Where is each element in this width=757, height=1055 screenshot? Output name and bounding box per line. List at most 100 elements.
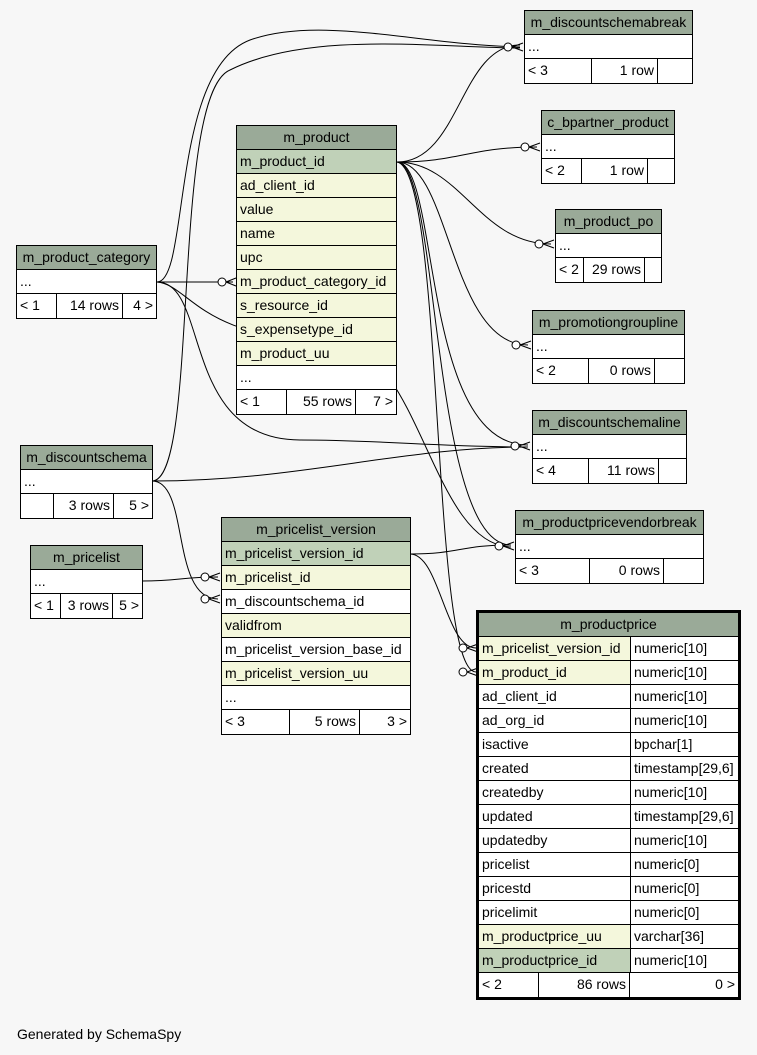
children-count[interactable] [655, 359, 684, 383]
parents-count[interactable]: < 1 [31, 594, 61, 618]
parents-count[interactable]: < 3 [525, 59, 592, 83]
table-header[interactable]: c_bpartner_product [542, 111, 674, 135]
table-header[interactable]: m_pricelist [31, 546, 142, 570]
children-count[interactable]: 3 > [387, 713, 407, 729]
column-type: numeric[10] [630, 829, 738, 852]
table-m-productpricevendorbreak[interactable]: m_productpricevendorbreak ... < 3 0 rows [515, 510, 704, 584]
table-header[interactable]: m_discountschemabreak [525, 11, 692, 35]
column-row[interactable]: upc [237, 246, 396, 270]
table-c-bpartner-product[interactable]: c_bpartner_product ... < 2 1 row [541, 110, 675, 184]
table-header[interactable]: m_product_category [17, 246, 156, 270]
children-count[interactable]: 7 > [373, 393, 393, 409]
table-header[interactable]: m_discountschema [21, 446, 152, 470]
column-name: m_pricelist_version_base_id [225, 641, 402, 657]
table-footer: < 1 55 rows 7 > [237, 390, 396, 414]
more-columns-row: ... [516, 535, 703, 559]
table-header[interactable]: m_promotiongroupline [533, 311, 684, 335]
table-m-discountschemaline[interactable]: m_discountschemaline ... < 4 11 rows [532, 410, 687, 484]
column-row[interactable]: m_product_id [237, 150, 396, 174]
column-row[interactable]: s_resource_id [237, 294, 396, 318]
table-m-promotiongroupline[interactable]: m_promotiongroupline ... < 2 0 rows [532, 310, 685, 384]
table-m-product[interactable]: m_product m_product_id ad_client_id valu… [236, 125, 397, 415]
more-columns: ... [545, 138, 557, 154]
table-m-product-po[interactable]: m_product_po ... < 2 29 rows [555, 209, 662, 283]
children-count[interactable]: 0 > [715, 976, 735, 992]
column-type: timestamp[29,6] [630, 805, 738, 828]
column-name: created [482, 760, 529, 776]
table-header[interactable]: m_pricelist_version [222, 518, 410, 542]
table-m-discountschemabreak[interactable]: m_discountschemabreak ... < 3 1 row [524, 10, 693, 84]
table-header[interactable]: m_product_po [556, 210, 661, 234]
children-count[interactable] [648, 159, 674, 183]
column-row[interactable]: value [237, 198, 396, 222]
table-header[interactable]: m_productprice [479, 613, 738, 637]
parents-count[interactable]: < 4 [533, 459, 589, 483]
column-row[interactable]: m_discountschema_id [222, 590, 410, 614]
table-header[interactable]: m_discountschemaline [533, 411, 686, 435]
parents-count[interactable]: < 1 [17, 294, 57, 318]
column-row[interactable]: validfrom [222, 614, 410, 638]
table-header[interactable]: m_product [237, 126, 396, 150]
parents-count[interactable]: < 3 [222, 710, 290, 734]
column-name: s_expensetype_id [240, 321, 353, 337]
table-footer: < 3 1 row [525, 59, 692, 83]
parents-count[interactable]: < 2 [479, 973, 539, 997]
children-count[interactable]: 5 > [129, 497, 149, 513]
children-count[interactable] [658, 59, 692, 83]
table-m-discountschema[interactable]: m_discountschema ... 3 rows 5 > [20, 445, 153, 519]
parents-count[interactable]: < 1 [237, 390, 287, 414]
table-footer: < 3 0 rows [516, 559, 703, 583]
edge-product-discountschemabreak [396, 44, 521, 163]
table-footer: < 2 0 rows [533, 359, 684, 383]
table-m-pricelist[interactable]: m_pricelist ... < 1 3 rows 5 > [30, 545, 143, 619]
parents-count[interactable]: < 2 [556, 258, 584, 282]
column-row[interactable]: m_pricelist_version_base_id [222, 638, 410, 662]
column-name: m_pricelist_id [225, 569, 311, 585]
children-count[interactable]: 4 > [133, 297, 153, 313]
table-m-product-category[interactable]: m_product_category ... < 1 14 rows 4 > [16, 245, 157, 319]
column-row[interactable]: m_product_uu [237, 342, 396, 366]
column-name: updated [482, 808, 533, 824]
table-header[interactable]: m_productpricevendorbreak [516, 511, 703, 535]
children-count[interactable] [664, 559, 703, 583]
parents-count[interactable] [21, 494, 54, 518]
column-row[interactable]: s_expensetype_id [237, 318, 396, 342]
column-row[interactable]: m_pricelist_version_uu [222, 662, 410, 686]
column-row[interactable]: m_product_category_id [237, 270, 396, 294]
children-count[interactable] [645, 258, 661, 282]
column-row[interactable]: updated timestamp[29,6] [479, 805, 738, 829]
children-count[interactable]: 5 > [119, 597, 139, 613]
table-m-pricelist-version[interactable]: m_pricelist_version m_pricelist_version_… [221, 517, 411, 735]
parents-count[interactable]: < 3 [516, 559, 590, 583]
row-count: 0 rows [590, 559, 664, 583]
more-columns: ... [536, 438, 548, 454]
column-row[interactable]: ad_client_id [237, 174, 396, 198]
parents-count[interactable]: < 2 [533, 359, 589, 383]
column-row[interactable]: m_pricelist_id [222, 566, 410, 590]
more-columns: ... [225, 689, 237, 705]
column-name: pricestd [482, 880, 532, 896]
table-footer: 3 rows 5 > [21, 494, 152, 518]
parents-count[interactable]: < 2 [542, 159, 582, 183]
children-count[interactable] [659, 459, 686, 483]
edge-category-discountschemabreak [156, 29, 521, 283]
table-name: m_product_po [563, 213, 654, 229]
table-name: m_discountschemaline [538, 414, 681, 430]
column-row[interactable]: m_pricelist_version_id [222, 542, 410, 566]
more-columns-row: ... [556, 234, 661, 258]
column-row[interactable]: name [237, 222, 396, 246]
